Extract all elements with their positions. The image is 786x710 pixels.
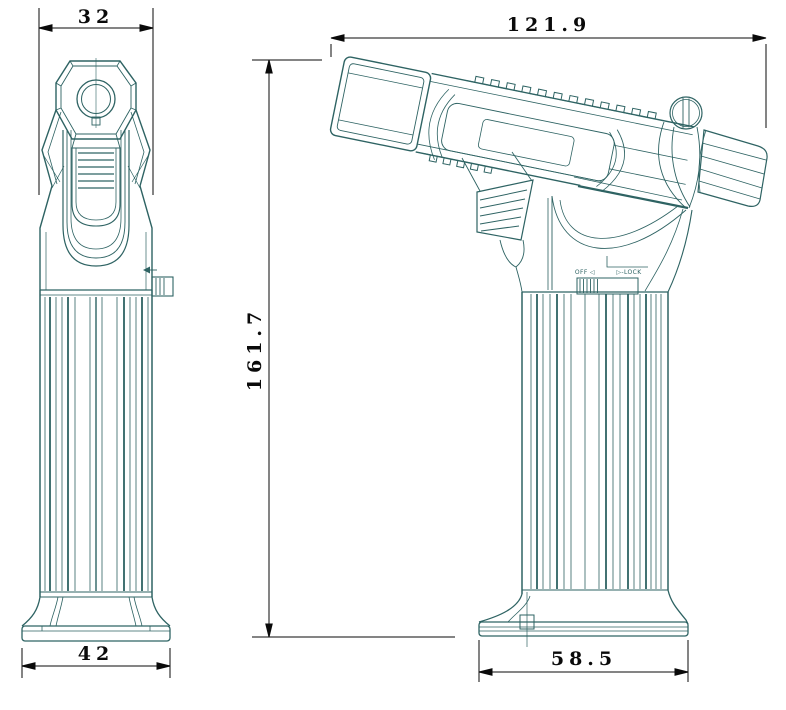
arrowhead xyxy=(139,24,154,32)
side-tank xyxy=(521,291,669,594)
dim-text-side-base-width: 58.5 xyxy=(551,648,617,670)
arrowhead xyxy=(156,662,171,670)
front-view xyxy=(21,58,174,642)
switch-label-lock: ▷-LOCK xyxy=(616,269,642,276)
knob-arrow-icon xyxy=(143,266,150,274)
nozzle-cone xyxy=(697,129,768,207)
front-trigger xyxy=(62,130,130,267)
front-side-knob xyxy=(143,266,174,297)
side-neck xyxy=(547,195,693,293)
dim-text-front-base-width: 42 xyxy=(78,643,114,665)
arrowhead xyxy=(265,59,273,74)
lock-slider-switch: OFF ◁ ▷-LOCK xyxy=(575,256,648,295)
dimension-side-length: 121.9 xyxy=(330,14,767,128)
barrel-end-cap xyxy=(329,56,432,152)
dim-text-side-length: 121.9 xyxy=(507,14,592,36)
front-nozzle xyxy=(76,58,116,128)
dim-text-overall-height: 161.7 xyxy=(244,307,266,392)
flame-guard-curves xyxy=(573,121,701,210)
dimension-front-base-width: 42 xyxy=(21,643,171,678)
side-trigger xyxy=(461,151,534,293)
side-tank-ribs xyxy=(530,294,662,589)
front-base xyxy=(21,596,171,642)
dim-text-front-top-width: 32 xyxy=(78,6,114,28)
arrowhead xyxy=(330,34,345,42)
side-barrel xyxy=(329,56,695,193)
arrowhead xyxy=(752,34,767,42)
switch-leader-line xyxy=(606,256,648,268)
side-view: OFF ◁ ▷-LOCK xyxy=(329,56,768,647)
arrowhead xyxy=(265,623,273,638)
side-base xyxy=(478,589,689,637)
arrowhead xyxy=(21,662,36,670)
barrel-top-serrations xyxy=(466,75,657,120)
dimension-side-base-width: 58.5 xyxy=(478,640,689,682)
arrowhead xyxy=(674,668,689,676)
trigger-guard-mid xyxy=(66,130,126,259)
side-trigger-ribs xyxy=(479,189,528,232)
front-upper-housing xyxy=(39,109,153,290)
trigger-guard-outer xyxy=(62,130,130,267)
dimension-annotations: 32 161.7 42 121.9 xyxy=(21,6,767,682)
arrowhead xyxy=(38,24,53,32)
slider-ribs xyxy=(579,279,598,293)
dimension-overall-height: 161.7 xyxy=(244,59,455,638)
ignition-knob xyxy=(669,96,703,130)
switch-label-off: OFF ◁ xyxy=(575,269,595,276)
barrel-underside-line xyxy=(577,184,689,210)
front-trigger-ribs xyxy=(78,152,114,189)
front-head-octagon xyxy=(55,60,137,140)
barrel-bottom-serrations xyxy=(423,152,493,174)
front-tank xyxy=(39,289,153,597)
arrowhead xyxy=(478,668,493,676)
front-tank-ribs xyxy=(44,297,149,591)
trigger-guard-inner xyxy=(70,130,122,250)
refill-valve xyxy=(503,592,555,647)
dimension-front-top-width: 32 xyxy=(38,6,154,195)
barrel-window xyxy=(441,102,615,182)
